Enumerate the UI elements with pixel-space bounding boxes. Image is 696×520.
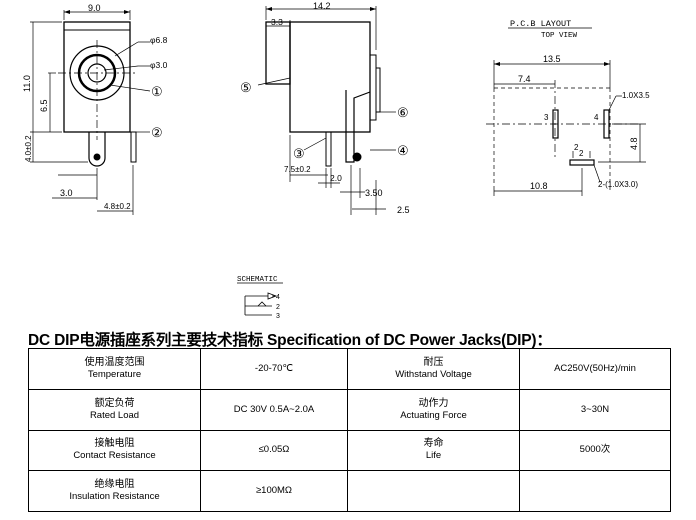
schematic: SCHEMATIC 4 2 3 <box>237 276 283 320</box>
spec-value-rated-load: DC 30V 0.5A~2.0A <box>200 388 348 431</box>
front-dim-center: 6.5 <box>39 99 49 112</box>
pcb-title: P.C.B LAYOUT <box>510 19 571 29</box>
front-dim-left-offset: 3.0 <box>60 188 73 198</box>
pcb-dim-height: 4.8 <box>629 137 639 150</box>
schematic-pin-4: 4 <box>276 294 280 301</box>
pcb-subtitle: TOP VIEW <box>541 32 578 40</box>
front-pin-right <box>130 131 137 163</box>
spec-value-actuating-force: 3~30N <box>519 388 671 431</box>
pcb-pad-label-3: 3 <box>544 113 549 122</box>
spec-value-insulation-resistance: ≥100MΩ <box>200 470 348 512</box>
front-dim-outer-dia: φ6.8 <box>150 35 168 45</box>
callout-1: ① <box>151 84 163 99</box>
callout-5: ⑤ <box>240 80 252 95</box>
spec-value-life: 5000次 <box>519 429 671 472</box>
pcb-dim-offset: 7.4 <box>518 74 531 84</box>
pcb-pad-label-2: 2 <box>579 149 584 158</box>
side-pin-rear <box>345 90 371 163</box>
spec-value-contact-resistance: ≤0.05Ω <box>200 429 348 472</box>
schematic-pin-3: 3 <box>276 313 280 320</box>
schematic-title: SCHEMATIC <box>237 276 278 284</box>
side-dim-pin-thickness: 2.5 <box>397 205 410 215</box>
pcb-layout: P.C.B LAYOUT TOP VIEW 13.5 7.4 3 4 2 1.0… <box>486 19 650 196</box>
schematic-pin-2: 2 <box>276 304 280 311</box>
callout-6: ⑥ <box>397 105 409 120</box>
side-dim-front: 3.3 <box>271 17 283 27</box>
spec-empty-cell <box>519 470 671 512</box>
pcb-dim-width: 13.5 <box>543 54 561 64</box>
pcb-dim-pad2-size: 2-(1.0X3.0) <box>598 180 638 189</box>
side-dim-length: 14.2 <box>313 1 331 11</box>
pcb-dim-pad-size: 1.0X3.5 <box>622 91 650 100</box>
side-front-flange <box>265 21 291 85</box>
pcb-pad-4 <box>603 109 610 139</box>
side-body-outline <box>289 21 371 133</box>
callout-3: ③ <box>293 146 305 161</box>
side-pin-front <box>325 131 332 167</box>
side-view: ⑤ ③ ⑥ ④ 14.2 3.3 7.5±0.2 2.0 3.50 2.5 <box>240 1 410 215</box>
front-dim-height: 11.0 <box>22 75 32 92</box>
spec-value-temperature: -20-70℃ <box>200 348 348 390</box>
callout-4: ④ <box>397 143 409 158</box>
side-dim-pin-gap: 3.50 <box>365 188 383 198</box>
technical-drawing: 9.0 11.0 6.5 4.0±0.2 3.0 4.8±0.2 φ6.8 φ3… <box>22 1 650 320</box>
front-dim-right-offset: 4.8±0.2 <box>104 202 131 211</box>
pcb-pad-label-4: 4 <box>594 113 599 122</box>
pcb-dim-pad2-offset: 2 <box>574 143 579 152</box>
side-dim-pin-width: 2.0 <box>330 173 342 183</box>
spec-empty-cell <box>347 470 520 512</box>
pcb-dim-bottom: 10.8 <box>530 181 548 191</box>
front-view: 9.0 11.0 6.5 4.0±0.2 3.0 4.8±0.2 φ6.8 φ3… <box>22 3 168 215</box>
pcb-pad-2 <box>569 159 595 166</box>
front-dim-width: 9.0 <box>88 3 101 13</box>
pcb-pad-3 <box>552 109 559 139</box>
spec-title: DC DIP电源插座系列主要技术指标 Specification of DC P… <box>28 332 552 349</box>
spec-value-withstand-voltage: AC250V(50Hz)/min <box>519 348 671 390</box>
front-dim-pin-width: 4.0±0.2 <box>24 135 33 162</box>
callout-2: ② <box>151 125 163 140</box>
side-dim-pin-offset: 7.5±0.2 <box>284 165 311 174</box>
front-pin-left <box>88 132 106 167</box>
front-dim-pin-dia: φ3.0 <box>150 60 168 70</box>
